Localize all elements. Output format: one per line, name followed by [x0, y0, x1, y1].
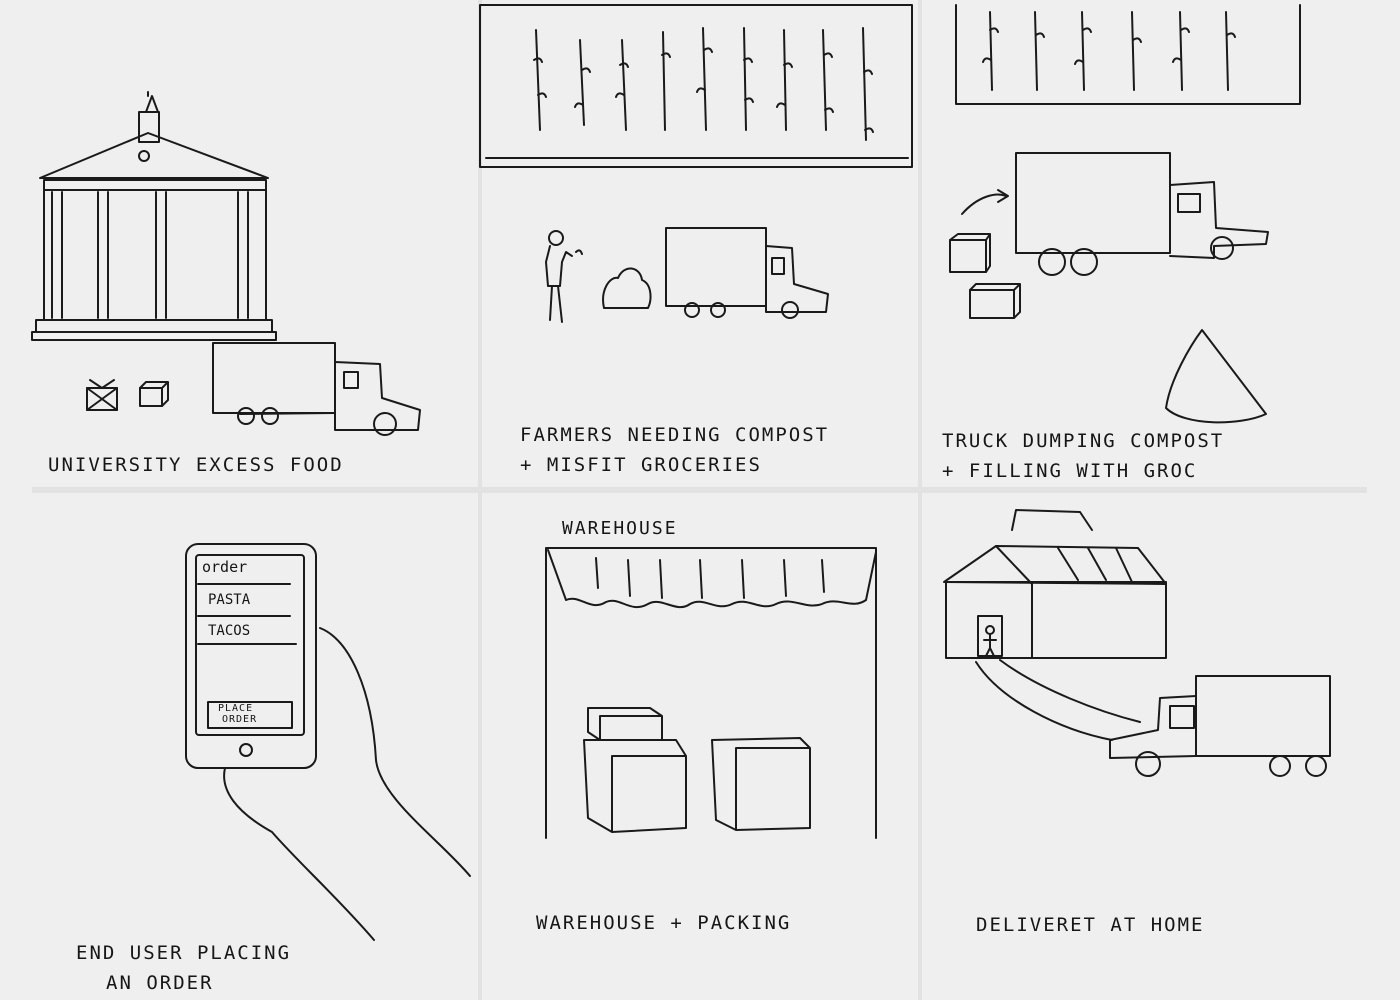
- truck-dumping: [1015, 152, 1269, 276]
- caption-line: + MISFIT GROCERIES: [520, 454, 762, 476]
- caption-truck-dumping-compost: TRUCK DUMPING COMPOST + FILLING WITH GRO…: [942, 426, 1224, 486]
- arrow-to-truck: [961, 189, 1009, 215]
- phone-menu-item-tacos: TACOS: [208, 623, 251, 639]
- caption-line: TRUCK DUMPING COMPOST: [942, 430, 1225, 452]
- fold-line-horizontal: [32, 487, 1367, 493]
- truck-farm: [665, 227, 829, 319]
- phone-menu-item-pasta: PASTA: [208, 592, 251, 608]
- truck-university: [212, 342, 421, 436]
- fold-line-vertical-left: [478, 0, 482, 1000]
- button-line: PLACE: [218, 703, 254, 714]
- caption-line: FARMERS NEEDING COMPOST: [520, 424, 830, 446]
- compost-pile-dumped: [1165, 329, 1267, 424]
- crop-field: [479, 4, 913, 168]
- caption-line: UNIVERSITY EXCESS FOOD: [48, 454, 344, 476]
- house-drawing: [943, 509, 1167, 659]
- university-building: [31, 91, 277, 341]
- truck-delivery: [1109, 675, 1331, 777]
- food-boxes-university: [86, 379, 169, 411]
- warehouse-sign: WAREHOUSE: [562, 518, 678, 539]
- compost-pile-farm: [602, 267, 652, 309]
- caption-line: + FILLING WITH GROC: [942, 460, 1198, 482]
- farmer-figure: [545, 230, 583, 323]
- caption-line: AN ORDER: [106, 972, 214, 994]
- caption-warehouse-packing: WAREHOUSE + PACKING: [536, 908, 791, 938]
- phone-body: [185, 543, 317, 769]
- fold-line-vertical-right: [918, 0, 922, 1000]
- button-line: ORDER: [222, 714, 258, 725]
- caption-delivered-at-home: DELIVERET AT HOME: [976, 910, 1204, 940]
- caption-farmers-needing-compost: FARMERS NEEDING COMPOST + MISFIT GROCERI…: [520, 420, 829, 480]
- warehouse-interior: [545, 547, 877, 839]
- caption-end-user-placing-order: END USER PLACING AN ORDER: [76, 938, 291, 998]
- phone-place-order-button: PLACE ORDER: [218, 703, 257, 725]
- warehouse-boxes: [583, 707, 811, 833]
- boxes-truck-side: [949, 233, 1021, 319]
- caption-line: END USER PLACING: [76, 942, 292, 964]
- hand-drawing: [223, 627, 471, 941]
- crop-field-2: [955, 4, 1301, 105]
- caption-line: WAREHOUSE + PACKING: [536, 912, 792, 934]
- caption-line: DELIVERET AT HOME: [976, 914, 1205, 936]
- phone-order-header: order: [202, 558, 248, 576]
- caption-university-excess-food: UNIVERSITY EXCESS FOOD: [48, 450, 344, 480]
- delivery-path: [975, 659, 1141, 741]
